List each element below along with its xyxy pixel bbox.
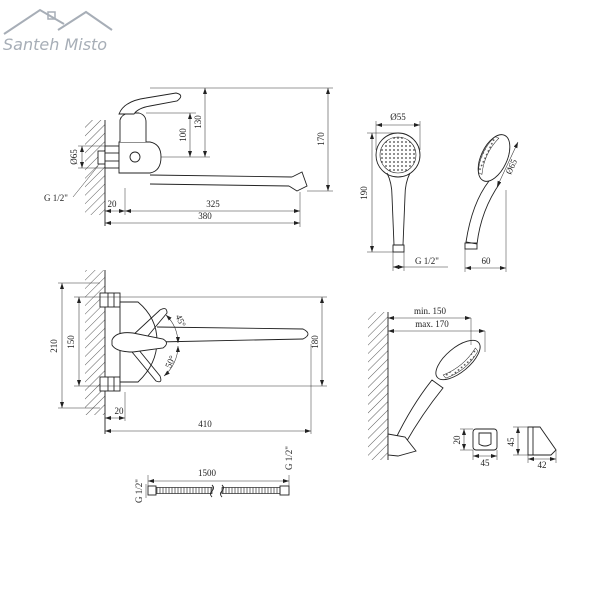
shower-head-mounted [435,339,481,381]
dim-thread: G 1/2" [44,193,68,203]
dim-nut-diameter: Ø65 [69,149,79,165]
holder-slot [478,432,492,447]
dim-holder-depth: 42 [538,460,547,470]
dim-outer-height: 210 [49,339,59,353]
dim-max-distance: max. 170 [415,319,449,329]
eccentric-connector [97,150,106,165]
wall-hatch [85,120,105,215]
holder-side-view: 45 42 [506,426,557,470]
dim-hose-length: 1500 [198,468,217,478]
hose-segment-right [221,487,281,494]
eccentric-connector-top [99,292,121,308]
wall-hatch [368,312,388,460]
dim-holder-side-height: 45 [506,437,516,447]
dim-wall-offset: 20 [108,199,118,209]
wall-hatch [85,270,105,415]
holder-side-body [527,426,557,456]
dim-head-diameter-side: Ø65 [503,157,519,176]
dim-lever-up-angle: 45° [174,313,189,329]
dimension-line [496,141,519,188]
dim-hose-thread-left: G 1/2" [134,479,144,503]
hose-connector-side [464,242,478,250]
hose-fitting-left [147,485,157,496]
dim-total-length-top: 410 [198,419,212,429]
shower-head-mounted-group [435,339,481,381]
dim-shower-thread: G 1/2" [415,256,439,266]
dim-height-b: 130 [193,115,203,129]
spray-face [379,136,417,174]
dim-wall-offset-top: 20 [115,406,125,416]
hose-break [210,484,224,498]
dim-head-diameter: Ø55 [390,112,406,122]
shower-handle-mounted [394,379,444,445]
shower-holder [387,433,417,457]
dim-holder-height: 20 [452,435,462,445]
shower-front-view: Ø55 190 G 1/2" [359,112,448,271]
connector-nut [104,145,120,169]
dim-spout-reach: 325 [206,199,220,209]
holder-front-view: 20 45 [452,428,498,468]
hose-fitting-right [279,485,290,496]
dim-total-length: 380 [198,211,212,221]
dim-spout-height: 180 [310,335,320,349]
lever-handle-top [111,332,167,353]
spout [149,174,293,187]
lever-handle [118,92,182,115]
dim-holder-width: 45 [481,458,491,468]
lever-ghost-up [131,308,168,344]
dim-min-distance: min. 150 [414,306,447,316]
logo-text: Santeh Misto [3,35,107,54]
dim-shower-depth: 60 [482,256,492,266]
dim-lever-down-angle: 50° [163,354,178,370]
dim-height-a: 100 [178,128,188,142]
logo: Santeh Misto [3,8,113,54]
angle-arc-45 [165,314,180,344]
spout-top [156,326,309,343]
body-cap [129,151,141,163]
hose-connector [392,244,405,253]
window-icon [47,11,56,20]
dim-hose-thread-right: G 1/2" [284,446,294,470]
top-view-drawing: 45° 50° 210 150 180 20 410 [49,270,327,434]
hose-drawing: 1500 G 1/2" G 1/2" [134,446,294,503]
eccentric-connector-bottom [99,376,121,392]
spray-face-mounted [442,347,479,379]
angle-arc-50 [163,345,180,377]
shower-handle [386,172,411,246]
shower-side-view: Ø65 60 [464,134,519,272]
lever-ghost-down [131,348,162,383]
dim-inner-height: 150 [66,335,76,349]
shower-handle-side [465,180,501,245]
cartridge-housing [119,112,147,142]
leader-line [72,165,99,198]
house-roof-icon [3,8,113,35]
holder-front-body [472,428,498,451]
spout-outlet [288,171,308,192]
spray-face-side [478,136,500,175]
hose-segment-left [155,487,213,494]
holder-mounted-view: min. 150 max. 170 [368,306,486,460]
dim-height-c: 170 [316,132,326,146]
side-view-drawing: 100 130 170 Ø65 G 1/2" 20 325 380 [44,87,333,227]
dim-shower-length: 190 [359,186,369,200]
